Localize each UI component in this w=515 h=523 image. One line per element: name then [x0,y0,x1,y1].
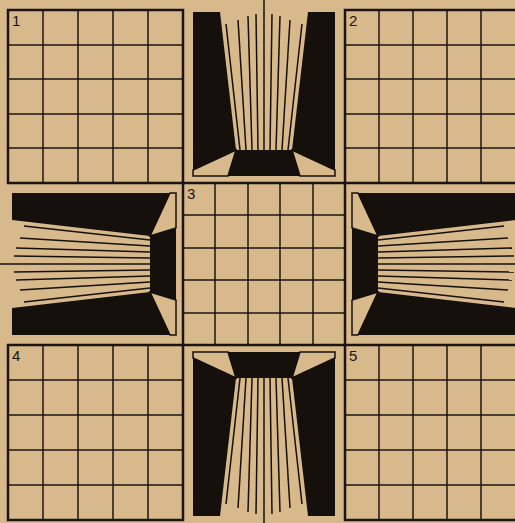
grid-lines [8,10,515,520]
grid-board: 4 [8,345,183,520]
board-number: 2 [347,12,359,30]
board-number: 4 [10,347,22,365]
grid-board: 5 [345,345,515,520]
grid-board: 2 [345,10,515,183]
board-number: 5 [347,347,359,365]
grid-board: 3 [183,183,345,345]
grid-board: 1 [8,10,183,183]
board-number: 3 [185,185,197,203]
board-number: 1 [10,12,22,30]
